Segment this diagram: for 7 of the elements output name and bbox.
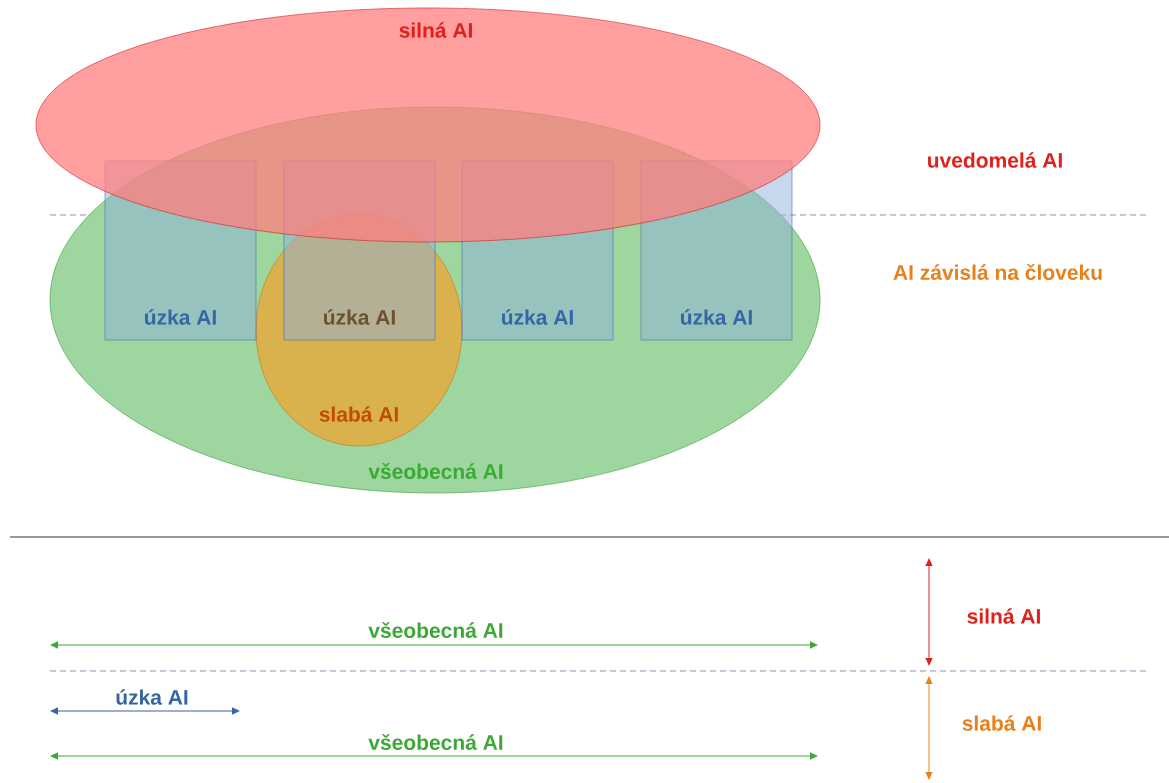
label: slabá AI — [962, 715, 1041, 731]
label: všeobecná AI — [368, 622, 503, 638]
label: AI závislá na človeku — [893, 264, 1102, 280]
label: silná AI — [967, 608, 1040, 624]
label: všeobecná AI — [368, 734, 503, 750]
label: úzka AI — [116, 689, 188, 705]
label: uvedomelá AI — [928, 152, 1062, 168]
